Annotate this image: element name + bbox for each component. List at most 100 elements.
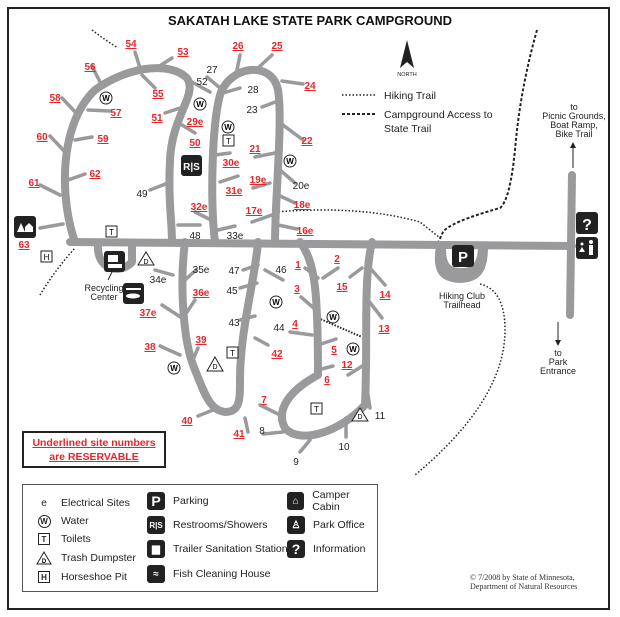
campsite-58: 58 [49,93,61,104]
electrical-symbol: e [41,497,47,509]
loop-road-south-east [277,238,376,440]
campsite-10: 10 [338,442,350,453]
svg-text:W: W [349,345,357,354]
picnic-direction-label: Boat Ramp, [550,120,598,130]
horseshoe-pit-icon: H [40,250,53,263]
fish-cleaning-icon: ≈ [147,565,165,583]
svg-text:R|S: R|S [183,162,200,173]
svg-text:D: D [357,414,362,421]
svg-text:D: D [143,259,148,266]
campsite-15: 15 [336,282,348,293]
loop-road-middle [208,65,284,246]
legend-label: Information [313,543,366,555]
svg-text:T: T [230,349,235,358]
campsite-8: 8 [259,426,265,437]
campsite-3: 3 [294,284,300,295]
north-label: NORTH [397,72,416,78]
campsite-27: 27 [206,65,218,76]
campsite-49: 49 [136,189,148,200]
parking-icon: P [147,492,165,510]
campsite-16e: 16e [297,226,314,237]
picnic-direction-label: Picnic Grounds, [542,111,606,121]
svg-text:T: T [314,405,319,414]
parking-lot [434,246,488,283]
copyright-line: Department of Natural Resources [470,582,578,591]
svg-text:P: P [458,249,468,266]
hiking-trail [91,29,119,49]
hiking-trail [39,247,76,296]
parking-icon: P [452,245,474,267]
legend-label: Camper Cabin [312,489,350,513]
campsite-6: 6 [324,375,330,386]
campsite-5: 5 [331,345,337,356]
legend-information: ? Information [287,540,366,558]
trailer-sanitation-icon: ▆ [147,540,165,558]
park-office-icon: ♙ [287,516,305,534]
svg-text:D: D [42,559,47,565]
horseshoe-pit-icon: H [35,568,53,586]
legend-water: W Water [35,512,89,530]
trash-dumpster-icon: D D D [137,251,369,422]
svg-text:W: W [102,94,110,103]
entrance-road [566,171,576,319]
campsite-59: 59 [97,134,109,145]
campsite-24: 24 [304,81,316,92]
campsite-50: 50 [189,138,201,149]
svg-text:H: H [44,253,50,262]
campsite-25: 25 [271,41,283,52]
campsite-34e: 34e [150,275,167,286]
campsite-9: 9 [293,457,299,468]
legend-parking: P Parking [147,492,209,510]
place-labels: Recycling Center Hiking Club Trailhead t… [84,102,605,376]
toilet-icon: T [35,530,53,548]
map-title: SAKATAH LAKE STATE PARK CAMPGROUND [167,13,453,28]
svg-text:T: T [109,228,114,237]
picnic-direction-label: to [570,102,578,112]
entrance-direction-label: to [554,348,562,358]
information-icon: ? [576,212,598,234]
legend-park-office: ♙Park Office [287,516,365,534]
svg-text:T: T [226,137,231,146]
water-icon: W [35,512,53,530]
legend-cabin: ⌂Camper Cabin [287,489,377,513]
campsite-56: 56 [84,62,96,73]
campsite-20e: 20e [293,181,310,192]
campsite-4: 4 [292,319,298,330]
fish-cleaning-icon [123,283,144,304]
campsite-62: 62 [89,169,101,180]
recycling-center-label: Recycling [84,283,123,293]
toilet-icon: T T T T [105,134,323,415]
copyright-line: © 7/2008 by State of Minnesota, [470,573,575,582]
campsite-37e: 37e [140,308,157,319]
campsite-60: 60 [36,132,48,143]
legend-label: Trash Dumpster [61,552,136,564]
campsite-18e: 18e [294,200,311,211]
legend-label: Toilets [61,533,91,545]
trailhead-label: Hiking Club [439,291,485,301]
legend-toilets: T Toilets [35,530,91,548]
legend-label: Trailer Sanitation Station [173,543,288,555]
legend-label: Parking [173,495,209,507]
campsite-52: 52 [196,77,208,88]
information-icon: ? [287,540,305,558]
campsite-23: 23 [246,105,258,116]
campsite-55: 55 [152,89,164,100]
svg-text:W: W [286,157,294,166]
recycling-pointer [107,271,113,281]
copyright: © 7/2008 by State of Minnesota, Departme… [470,573,577,591]
water-icon: W W W W W W W W [99,91,360,375]
campsite-57: 57 [110,108,122,119]
campsite-45: 45 [226,286,238,297]
legend-fish-cleaning: ≈ Fish Cleaning House [147,565,270,583]
entrance-direction-label: Park [549,357,568,367]
campsite-28: 28 [247,85,259,96]
legend-label: Water [61,515,89,527]
legend-trailer-sanitation: ▆ Trailer Sanitation Station [147,540,288,558]
legend-label: Horseshoe Pit [61,571,127,583]
legend-label: Fish Cleaning House [173,568,271,580]
entrance-direction-label: Entrance [540,366,576,376]
campsite-46: 46 [275,265,287,276]
